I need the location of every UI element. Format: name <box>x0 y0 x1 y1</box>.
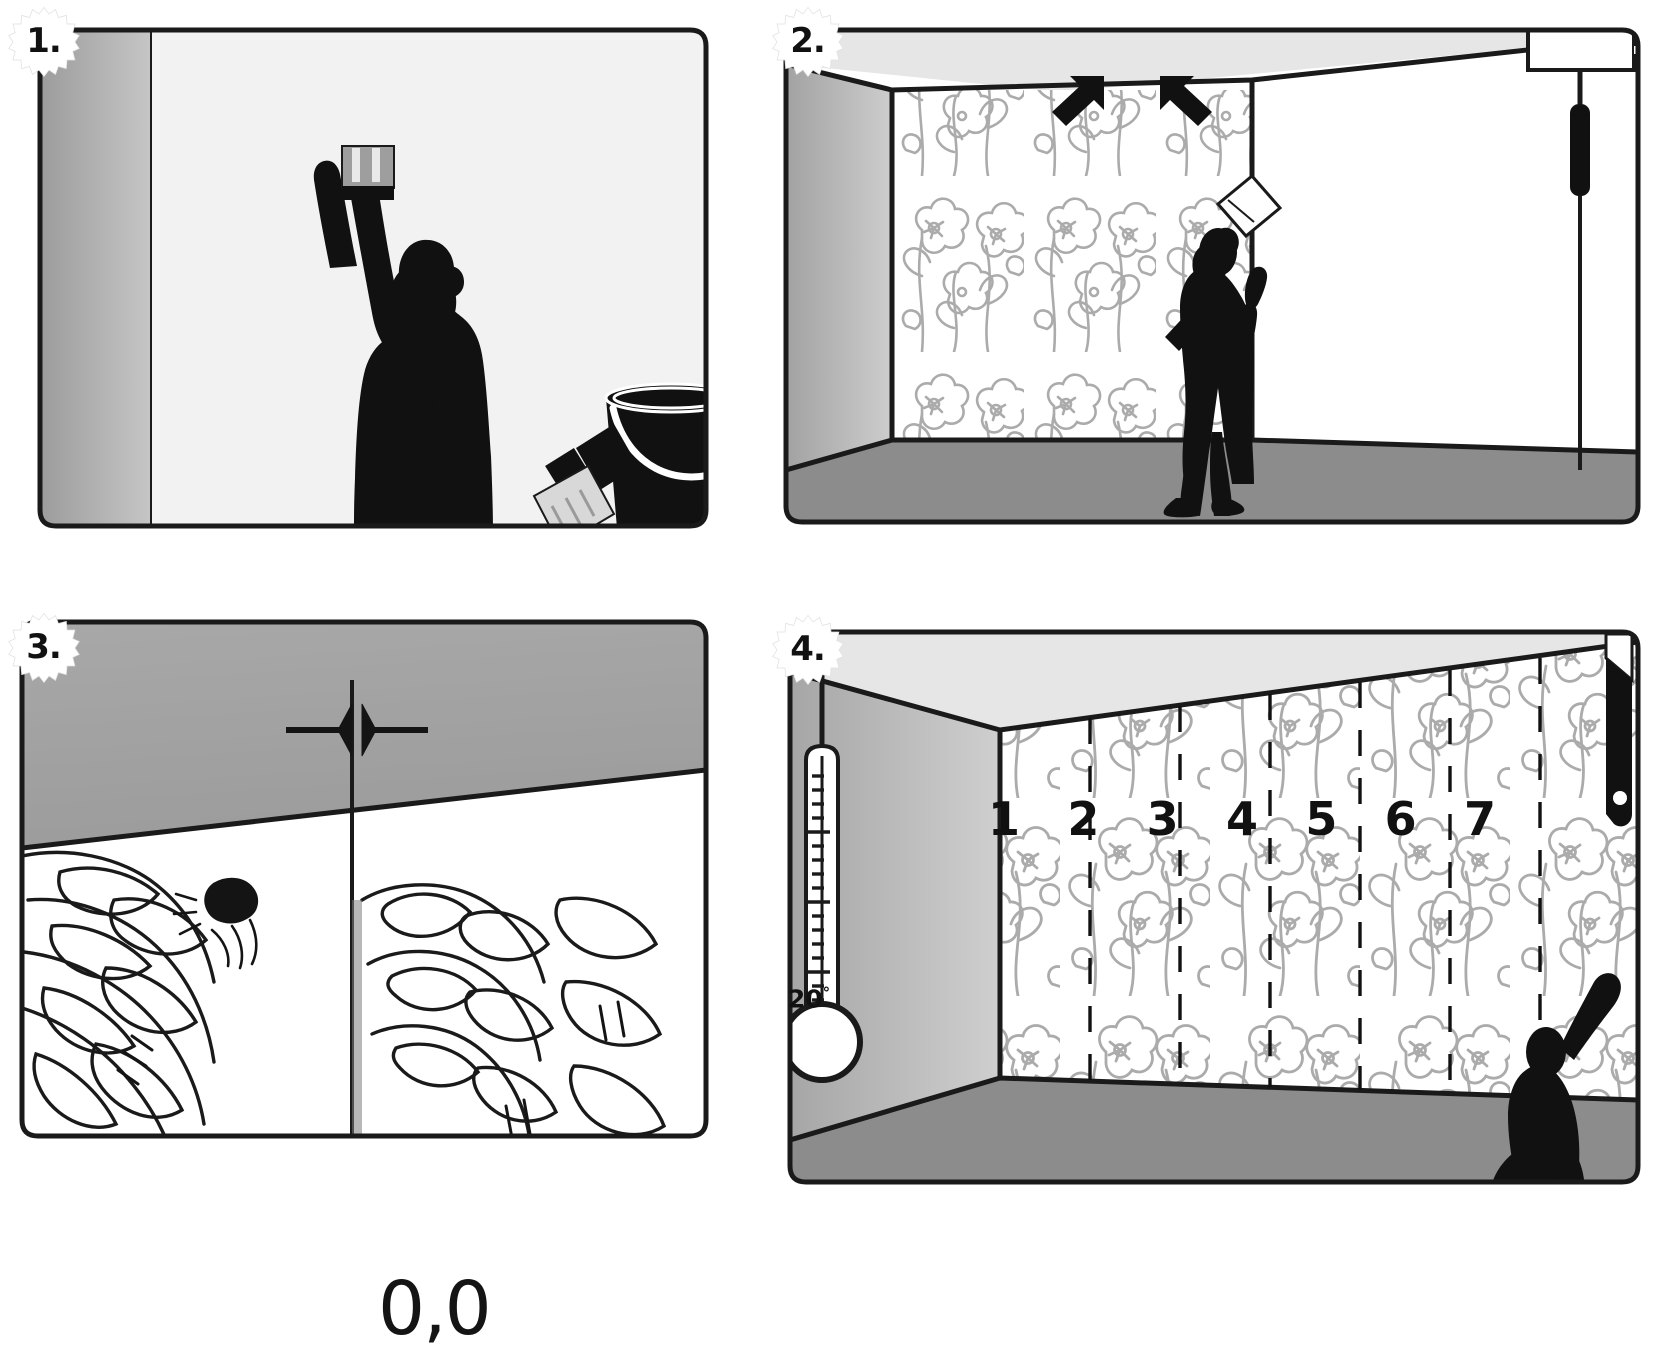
panel-2-scene <box>786 30 1638 522</box>
floral-right <box>360 883 667 1136</box>
kneeling-worker-silhouette <box>1489 973 1621 1182</box>
strip-seam-lines <box>1088 658 1542 1095</box>
paint-roller <box>1526 30 1638 470</box>
panel-2-artwork <box>760 0 1680 600</box>
dimension-marker <box>286 703 428 757</box>
panel-1-artwork <box>0 0 760 600</box>
panel-1: 1. <box>0 0 760 600</box>
side-wall <box>786 64 892 470</box>
panel-4-artwork <box>760 600 1680 1248</box>
painter-silhouette <box>313 159 493 526</box>
panel-3-artwork <box>0 600 760 1248</box>
strip-number-3: 3 <box>1146 792 1179 846</box>
smoothing-spatula <box>1215 173 1283 239</box>
strip-number-7: 7 <box>1463 792 1496 846</box>
smoother-silhouette <box>1163 227 1268 518</box>
panel-2: 2. <box>760 0 1680 600</box>
ceiling <box>790 632 1638 730</box>
thermometer-reading: 20° <box>776 984 842 1014</box>
paint-brush-leaning <box>532 424 638 526</box>
strip-number-5: 5 <box>1305 792 1338 846</box>
panel-1-scene <box>40 30 706 526</box>
panel-3-scene <box>22 622 706 1136</box>
strip-number-2: 2 <box>1067 792 1100 846</box>
floor <box>790 1078 1638 1182</box>
strip-number-row: 1 2 3 4 5 6 7 <box>988 796 1496 842</box>
panel-3: 0,0 3. <box>0 600 760 1346</box>
cutting-knife <box>1604 632 1634 827</box>
paint-brush-raised <box>341 145 395 236</box>
wallpapered-wall <box>1000 642 1638 1100</box>
joint-dimension-label: 0,0 <box>378 1266 492 1352</box>
strip-number-6: 6 <box>1384 792 1417 846</box>
thermometer-value: 20 <box>787 984 823 1014</box>
degree-icon: ° <box>822 984 831 1002</box>
arrow-up-right <box>1160 76 1212 126</box>
strip-number-1: 1 <box>988 792 1021 846</box>
strip-number-4: 4 <box>1225 792 1258 846</box>
thermometer-ticks <box>808 774 830 1002</box>
arrow-up-left <box>1052 76 1104 126</box>
thermometer-bulb <box>790 1001 863 1083</box>
panel-4: 1 2 3 4 5 6 7 20° 4. <box>760 600 1680 1248</box>
panel-4-scene <box>790 632 1638 1182</box>
floral-left <box>22 850 259 1136</box>
